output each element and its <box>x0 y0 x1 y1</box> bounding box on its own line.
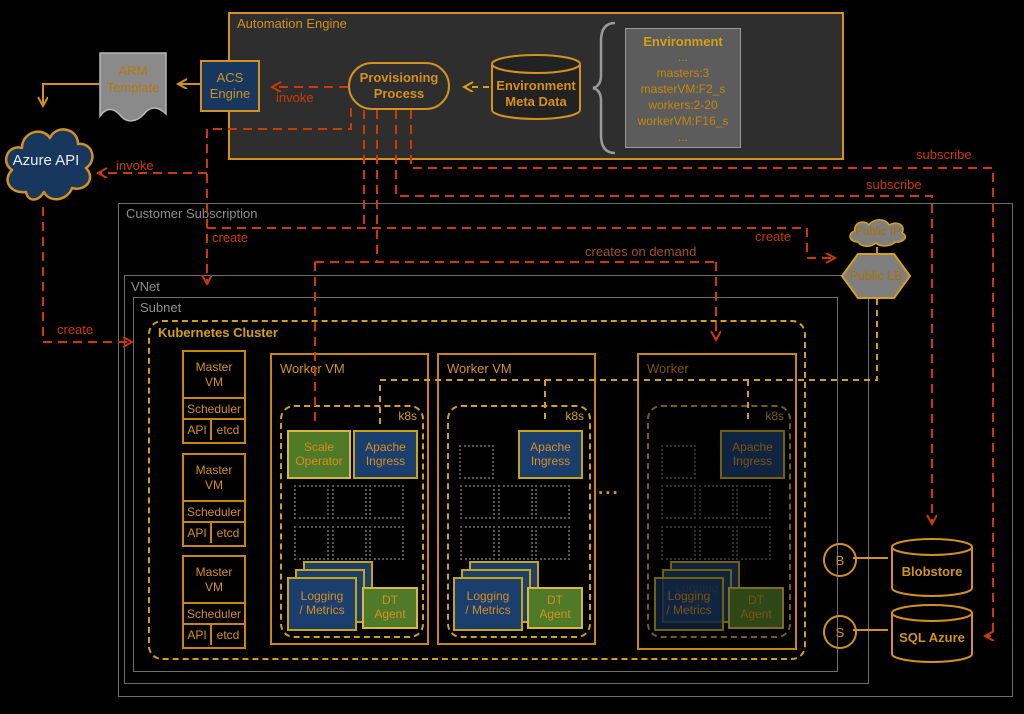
invoke-label: invoke <box>116 158 154 173</box>
blobstore-cylinder: Blobstore <box>889 537 975 599</box>
master-vm-node: Master VM Scheduler API etcd <box>182 350 246 444</box>
environment-line: masters:3 <box>656 66 710 80</box>
sql-azure-cylinder: SQL Azure <box>889 603 975 665</box>
pod-placeholder <box>661 485 696 519</box>
apache-ingress-node: Apache Ingress <box>518 430 583 479</box>
workers-ellipsis: ... <box>598 478 620 499</box>
pod-placeholder <box>332 485 367 519</box>
subnet-label: Subnet <box>140 300 182 315</box>
scale-operator-node: Scale Operator <box>287 430 351 479</box>
scheduler-cell: Scheduler <box>184 500 244 521</box>
create-label: create <box>57 322 94 337</box>
scheduler-cell: Scheduler <box>184 397 244 418</box>
create-label: create <box>212 230 249 245</box>
dt-agent-node: DT Agent <box>728 587 784 629</box>
cloud-shape <box>849 218 907 248</box>
master-vm-node: Master VM Scheduler API etcd <box>182 453 246 547</box>
document-shape <box>99 52 167 122</box>
logging-metrics-node: Logging / Metrics <box>287 577 357 631</box>
pod-placeholder <box>699 485 734 519</box>
api-cell: API <box>184 420 212 440</box>
worker-vm-node: Worker VM k8s Apache Ingress Logging / M… <box>437 353 596 645</box>
worker-vm-label: Worker <box>647 361 689 376</box>
master-vm-node: Master VM Scheduler API etcd <box>182 555 246 649</box>
master-vm-label: Master VM <box>195 564 233 594</box>
worker-faded-content: Worker k8s Apache Ingress Logging Stack … <box>639 355 795 648</box>
pod-placeholder <box>459 445 494 479</box>
pod-placeholder <box>369 526 404 560</box>
automation-engine-title: Automation Engine <box>237 16 347 31</box>
pod-placeholder <box>460 485 495 519</box>
acs-engine-node: ACS Engine <box>200 60 260 112</box>
master-vm-label: Master VM <box>195 462 233 492</box>
worker-vm-node: Worker k8s Apache Ingress Logging Stack … <box>637 353 797 650</box>
public-ip-cloud: Public IP <box>846 217 910 248</box>
hexagon-shape <box>840 253 912 299</box>
k8s-label: k8s <box>565 409 584 423</box>
apache-ingress-node: Apache Ingress <box>720 430 785 479</box>
pod-placeholder <box>369 485 404 519</box>
pod-placeholder <box>460 526 495 560</box>
pod-placeholder <box>294 485 329 519</box>
pod-placeholder <box>332 526 367 560</box>
master-vm-label: Master VM <box>195 359 233 389</box>
worker-vm-label: Worker VM <box>447 361 512 376</box>
pod-placeholder <box>736 526 771 560</box>
public-lb-hexagon: Public LB <box>840 253 912 299</box>
subscribe-label: subscribe <box>866 177 922 192</box>
pod-placeholder <box>498 485 533 519</box>
pod-placeholder <box>535 526 570 560</box>
vnet-label: VNet <box>131 279 160 294</box>
pod-placeholder <box>699 526 734 560</box>
pod-placeholder <box>294 526 329 560</box>
blobstore-badge: B <box>823 543 857 577</box>
blobstore-label: Blobstore <box>901 564 963 579</box>
cloud-shape <box>4 128 94 201</box>
logging-metrics-node: Logging / Metrics <box>453 577 523 631</box>
provisioning-process-node: Provisioning Process <box>348 62 450 110</box>
pod-placeholder <box>498 526 533 560</box>
kubernetes-cluster-label: Kubernetes Cluster <box>158 325 278 340</box>
environment-line: ... <box>677 50 688 64</box>
etcd-cell: etcd <box>216 526 240 540</box>
environment-line: masterVM:F2_s <box>640 82 726 96</box>
subscribe-label: subscribe <box>916 147 972 162</box>
environment-line: workerVM:F16_s <box>637 114 729 128</box>
arm-template-node: ARM Template <box>99 52 167 128</box>
pod-placeholder <box>535 485 570 519</box>
sql-azure-label: SQL Azure <box>899 630 965 645</box>
worker-vm-node: Worker VM k8s Scale Operator Apache Ingr… <box>270 353 429 645</box>
cylinder-shape <box>491 54 581 120</box>
k8s-label: k8s <box>765 409 784 423</box>
api-cell: API <box>184 523 212 543</box>
environment-spec-box: Environment ... masters:3 masterVM:F2_s … <box>625 28 741 148</box>
pod-placeholder <box>661 445 696 479</box>
etcd-cell: etcd <box>216 423 240 437</box>
customer-subscription-label: Customer Subscription <box>126 206 258 221</box>
environment-title: Environment <box>643 34 723 49</box>
invoke-label: invoke <box>276 90 314 105</box>
creates-on-demand-label: creates on demand <box>585 244 697 259</box>
api-cell: API <box>184 625 212 645</box>
worker-vm-label: Worker VM <box>280 361 345 376</box>
k8s-label: k8s <box>398 409 417 423</box>
sql-badge: S <box>823 615 857 649</box>
create-label: create <box>755 229 792 244</box>
pod-placeholder <box>736 485 771 519</box>
environment-line: workers:2-20 <box>648 98 718 112</box>
logging-metrics-node: Logging / Metrics <box>654 577 724 631</box>
dt-agent-node: DT Agent <box>527 587 583 629</box>
etcd-cell: etcd <box>216 628 240 642</box>
scheduler-cell: Scheduler <box>184 602 244 623</box>
environment-line: ... <box>677 130 688 144</box>
azure-api-cloud: Azure API <box>0 112 94 208</box>
apache-ingress-node: Apache Ingress <box>353 430 418 479</box>
dt-agent-node: DT Agent <box>362 587 418 629</box>
pod-placeholder <box>661 526 696 560</box>
environment-meta-data-cylinder: Environment Meta Data <box>489 52 583 122</box>
